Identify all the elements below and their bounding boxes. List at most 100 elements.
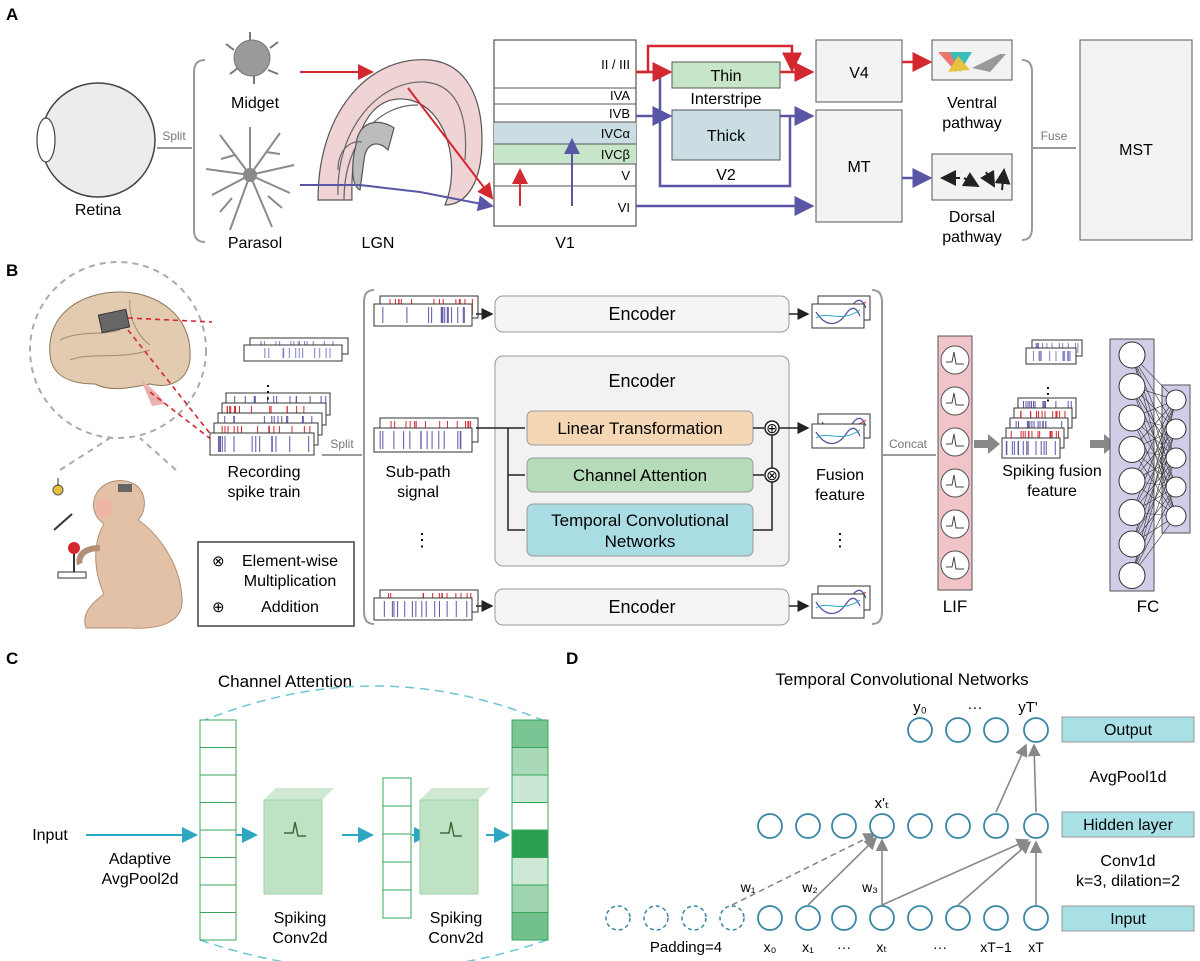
mt-box (815, 109, 903, 223)
fc-neuron (1118, 436, 1146, 463)
legend-box (197, 541, 355, 627)
input-label-c: Input (32, 827, 68, 844)
spiking-fusion-stack (1001, 339, 1083, 459)
subpath-label-2: signal (397, 484, 439, 501)
ellipsis-x2: ··· (933, 939, 947, 955)
fc-neuron (1165, 389, 1187, 411)
feature-cell (382, 861, 412, 891)
encoder-box-bottom (494, 588, 790, 626)
parasol-cell-icon (205, 127, 295, 231)
input-node (907, 905, 933, 931)
midget-label: Midget (231, 95, 280, 112)
feature-cell (199, 719, 237, 748)
padding-node (719, 905, 745, 931)
mst-box (1079, 39, 1193, 241)
panel-letter-d: D (566, 649, 578, 668)
fc-neuron (1118, 562, 1146, 589)
joystick-icon (52, 478, 87, 579)
middle-feature-column (382, 777, 412, 919)
w1-label: w₁ (740, 879, 756, 895)
lgn-label: LGN (362, 235, 395, 252)
v1-layer-label: II / III (601, 57, 630, 72)
v1-layer-label: IVCα (601, 126, 631, 141)
spiking-conv-label-2a: Spiking (430, 910, 482, 927)
ventral-label-2: pathway (942, 115, 1002, 132)
concat-label: Concat (889, 437, 928, 451)
recording-label-1: Recording (228, 464, 301, 481)
output-node (945, 717, 971, 743)
feature-cell (511, 774, 549, 803)
arrow-to-spiking-fusion (974, 434, 1000, 454)
fc-neuron (1118, 530, 1146, 558)
mst-label: MST (1119, 142, 1153, 159)
add-operator: ⊕ (766, 420, 778, 436)
feature-cell (511, 802, 549, 831)
v1-layer-label: IVA (610, 88, 630, 103)
v1-layer-label: IVCβ (601, 147, 630, 162)
vdots-subpath: ⋮ (413, 530, 431, 550)
recording-spike-stack (209, 337, 349, 456)
split-label-b: Split (330, 437, 354, 451)
input-box-d (1061, 905, 1195, 932)
w3-label: w₃ (861, 879, 878, 895)
feature-cell (511, 747, 549, 776)
input-feature-column (199, 719, 237, 941)
input-node (757, 905, 783, 931)
fc-neuron (1118, 467, 1146, 495)
encoder-label-bottom: Encoder (608, 597, 675, 617)
xt-label: xₜ (876, 939, 887, 955)
fusion-label-2: feature (815, 487, 865, 504)
monkey-icon (76, 480, 183, 629)
ellipsis-x1: ··· (837, 939, 851, 955)
output-node (907, 717, 933, 743)
recording-label-2: spike train (228, 484, 301, 501)
fc-neuron (1165, 505, 1187, 527)
hidden-node (945, 813, 971, 839)
linear-transformation-label: Linear Transformation (557, 419, 722, 438)
split-label-a: Split (162, 129, 186, 143)
spiking-conv-label-1a: Spiking (274, 910, 326, 927)
padding-label: Padding=4 (650, 939, 722, 956)
brain-icon (29, 261, 207, 439)
thick-stripe-label: Thick (707, 128, 746, 145)
legend-mult-label-2: Multiplication (244, 573, 336, 590)
x0-label: x₀ (764, 939, 777, 955)
fusion-feature-plots (811, 295, 871, 619)
output-node (983, 717, 1009, 743)
retina-eye-icon (36, 82, 156, 198)
feature-cell (199, 829, 237, 858)
parasol-label: Parasol (228, 235, 282, 252)
avgpool-label: AvgPool1d (1089, 769, 1166, 786)
feature-cell (199, 912, 237, 941)
hidden-node (983, 813, 1009, 839)
subpath-signal-strips (373, 295, 479, 621)
lif-column (937, 335, 973, 591)
tcn-label-2: Networks (605, 532, 676, 551)
bracket-split (363, 289, 375, 625)
input-node (831, 905, 857, 931)
fc-neuron (1165, 476, 1187, 498)
vdots-fusion: ⋮ (831, 530, 849, 550)
conv1d-params-label: k=3, dilation=2 (1076, 873, 1180, 890)
channel-attention-label: Channel Attention (573, 466, 707, 485)
v1-label: V1 (555, 235, 575, 252)
legend-mult-symbol: ⊗ (212, 553, 225, 570)
feature-cell (199, 774, 237, 803)
spike-strip (243, 344, 343, 362)
legend-add-symbol: ⊕ (212, 599, 225, 616)
ellipsis-y: ··· (968, 699, 983, 716)
feature-cell (382, 777, 412, 807)
conv1d-label: Conv1d (1100, 853, 1155, 870)
spiking-conv-block-2 (419, 788, 490, 895)
padding-node (681, 905, 707, 931)
mt-label: MT (847, 159, 870, 176)
tcn-graph (605, 717, 1049, 931)
feature-cell (511, 912, 549, 941)
feature-cell (511, 829, 549, 858)
w2-label: w₂ (801, 879, 818, 895)
legend-mult-label-1: Element-wise (242, 553, 338, 570)
fc-neuron (1118, 341, 1146, 369)
spike-strip (209, 432, 315, 456)
vdots-recording: ⋮ (259, 382, 277, 402)
